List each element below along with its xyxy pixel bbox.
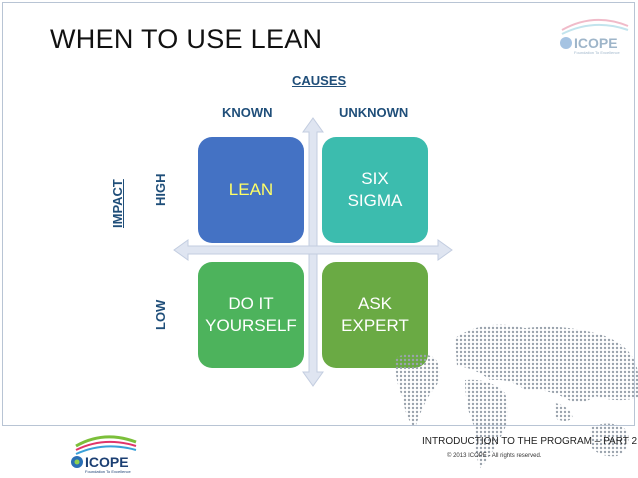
quadrant-six-sigma: SIX SIGMA: [322, 137, 428, 243]
svg-text:ICOPE: ICOPE: [574, 35, 618, 51]
quadrant-ask-expert: ASK EXPERT: [322, 262, 428, 368]
icope-logo-bottom: ICOPE Foundation To Excellence: [71, 435, 137, 474]
svg-text:Foundation To Excellence: Foundation To Excellence: [85, 469, 132, 474]
quadrant-do-it-yourself: DO IT YOURSELF: [198, 262, 304, 368]
world-map-illustration: [395, 324, 638, 468]
copyright-text: © 2013 ICOPE - All rights reserved.: [447, 453, 542, 459]
causes-label: CAUSES: [292, 73, 347, 88]
slide-title: WHEN TO USE LEAN: [50, 24, 323, 54]
svg-text:Foundation To Excellence: Foundation To Excellence: [574, 50, 621, 55]
icope-logo-top: ICOPE Foundation To Excellence: [560, 18, 629, 55]
quadrant-lean: LEAN: [198, 137, 304, 243]
footer-title: INTRODUCTION TO THE PROGRAM – PART 2: [422, 436, 638, 447]
known-label: KNOWN: [222, 105, 273, 120]
unknown-label: UNKNOWN: [339, 105, 409, 120]
slide-frame: [2, 2, 635, 426]
horizontal-axis-arrow: [173, 239, 453, 261]
svg-text:ICOPE: ICOPE: [85, 454, 129, 470]
